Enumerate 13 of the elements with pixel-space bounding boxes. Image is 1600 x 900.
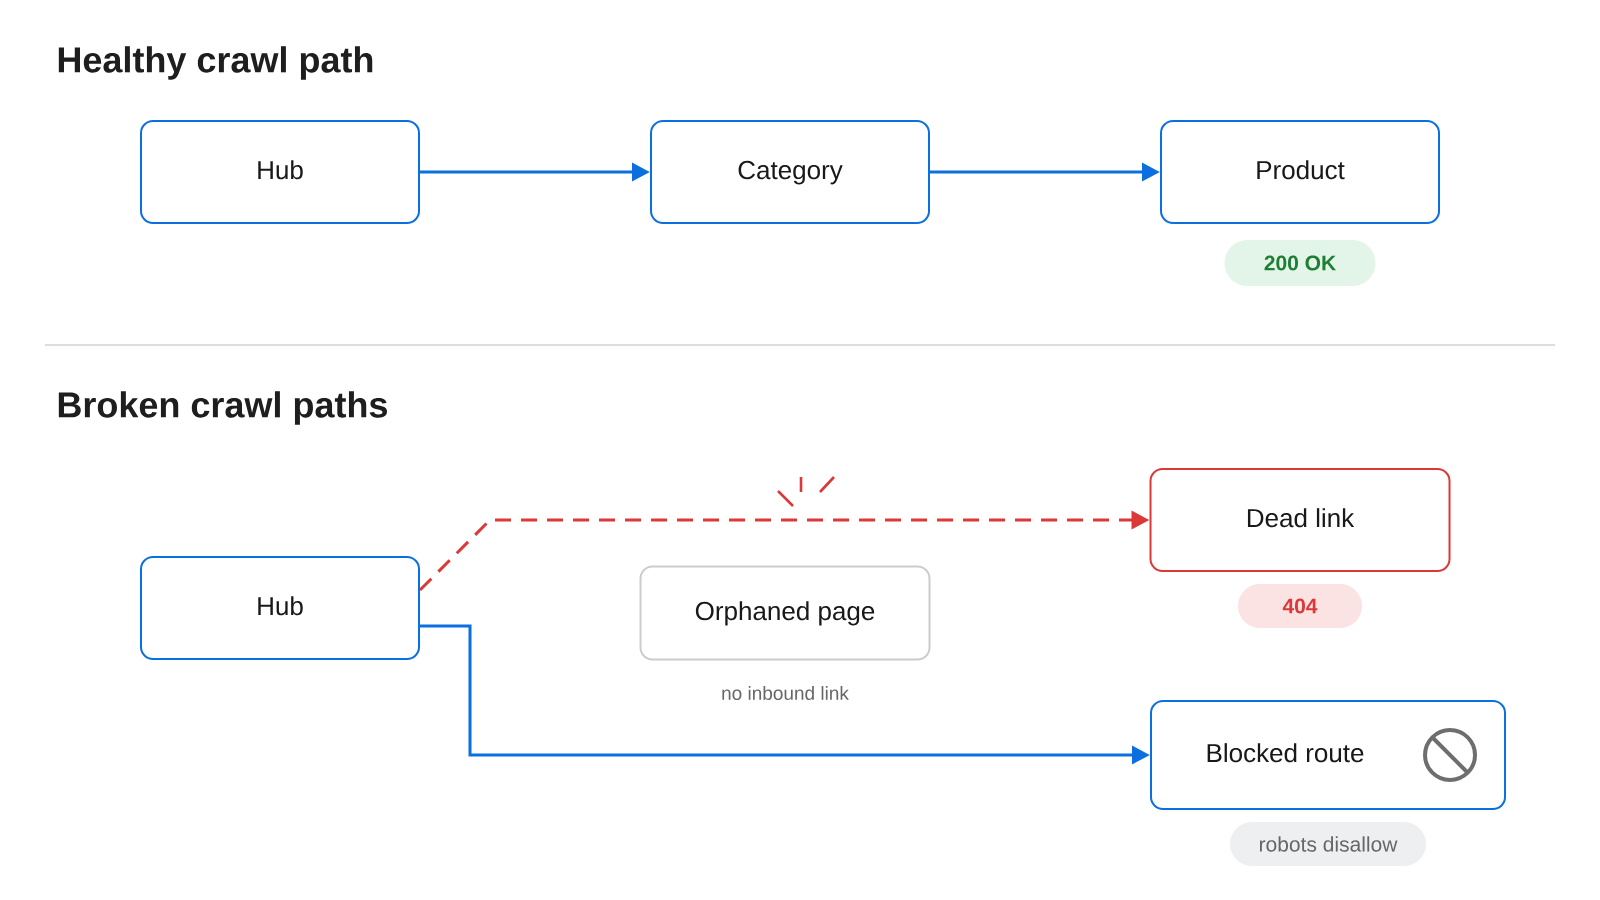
section-heading: Healthy crawl path (58, 46, 373, 80)
status-badge: 200 OK (1224, 240, 1376, 286)
process-box: Hub (140, 556, 420, 660)
process-box: Hub (140, 120, 420, 224)
process-box: Category (650, 120, 930, 224)
section-heading: Broken crawl paths (58, 391, 387, 425)
caption-text: no inbound link (722, 686, 849, 700)
process-box: Dead link (1149, 468, 1451, 572)
page-box: Orphaned page (639, 565, 931, 661)
process-box: Product (1160, 120, 1440, 224)
process-box: Blocked route (1150, 700, 1506, 810)
status-badge: robots disallow (1230, 822, 1426, 866)
status-badge: 404 (1238, 584, 1362, 628)
